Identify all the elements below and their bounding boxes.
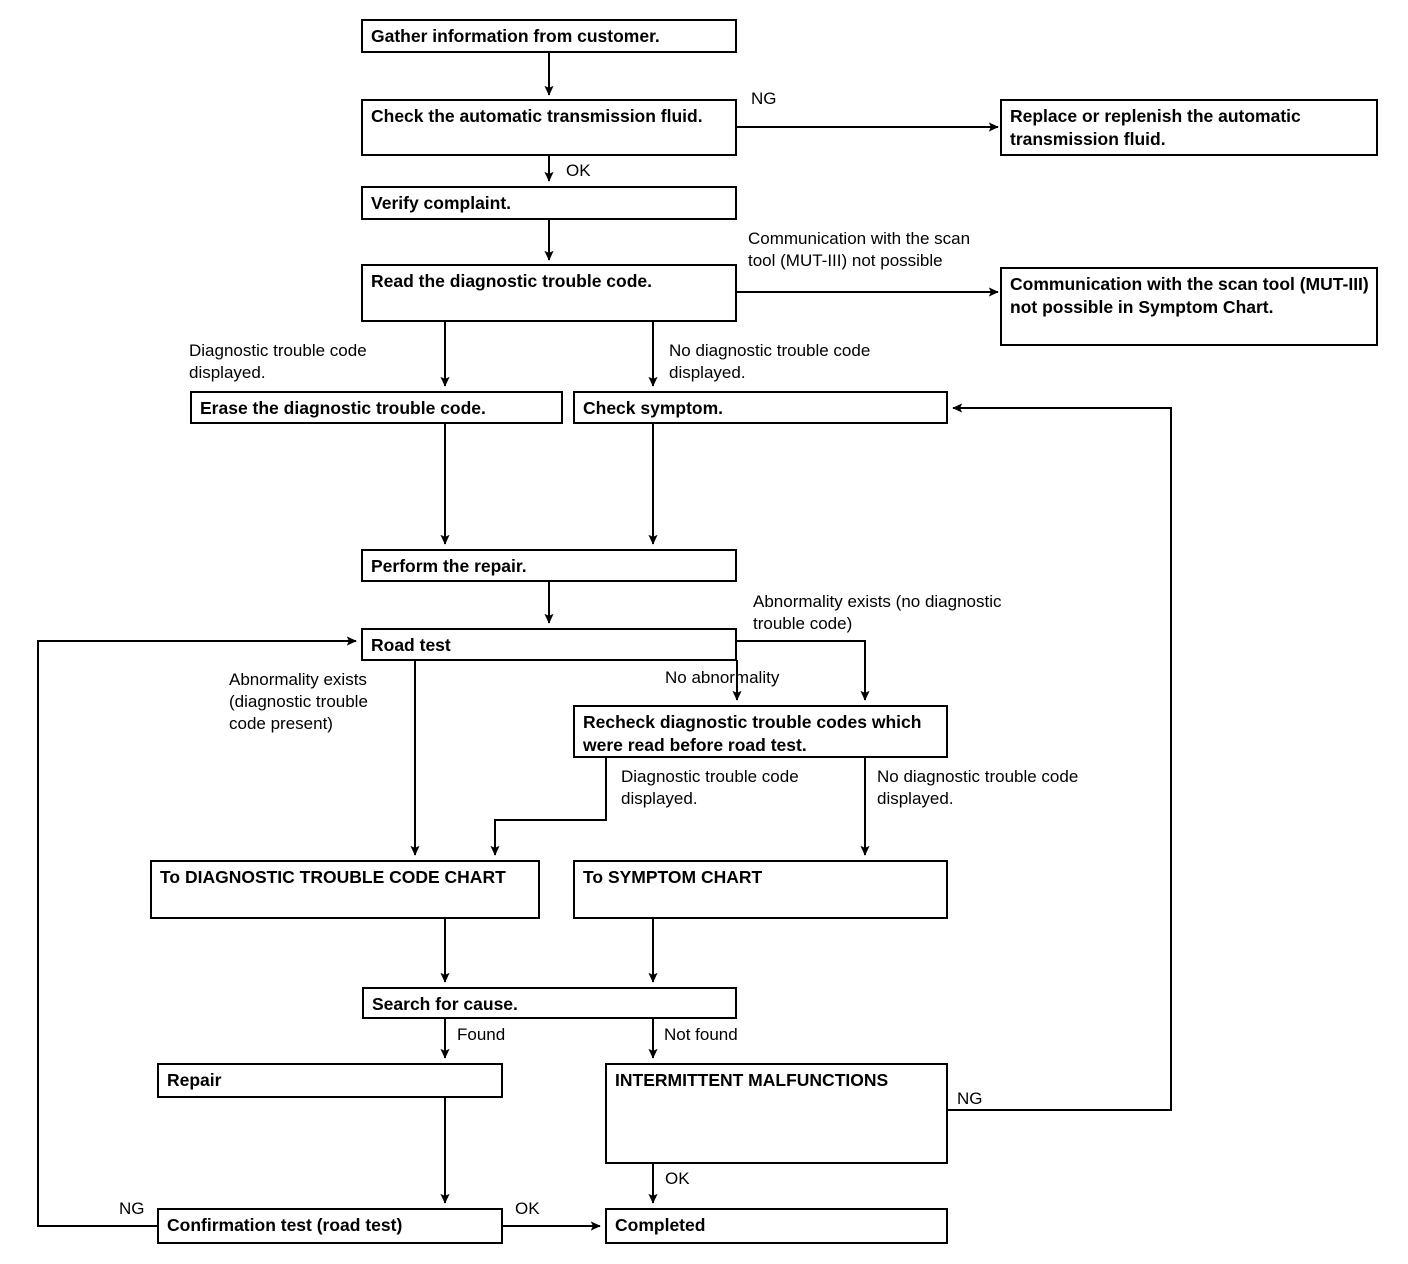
label-ng-confirmation: NG xyxy=(119,1199,145,1218)
node-perform-the-repair[interactable]: Perform the repair. xyxy=(361,549,737,582)
label-abnormality-dtc-present: Abnormality exists (diagnostic trouble c… xyxy=(229,670,368,734)
node-search-for-cause[interactable]: Search for cause. xyxy=(362,987,737,1019)
node-road-test[interactable]: Road test xyxy=(361,628,737,661)
node-communication-not-possible[interactable]: Communication with the scan tool (MUT-II… xyxy=(1000,267,1378,346)
node-erase-diagnostic-trouble-code[interactable]: Erase the diagnostic trouble code. xyxy=(190,391,563,424)
label-communication-not-possible-branch: Communication with the scan tool (MUT-II… xyxy=(748,229,971,271)
node-recheck-diagnostic-trouble-codes[interactable]: Recheck diagnostic trouble codes which w… xyxy=(573,705,948,758)
label-recheck-dtc-displayed: Diagnostic trouble code displayed. xyxy=(621,767,799,809)
node-verify-complaint[interactable]: Verify complaint. xyxy=(361,186,737,220)
label-ok-confirmation: OK xyxy=(515,1199,540,1218)
node-check-symptom[interactable]: Check symptom. xyxy=(573,391,948,424)
node-read-diagnostic-trouble-code[interactable]: Read the diagnostic trouble code. xyxy=(361,264,737,322)
edge-recheck-dtc-displayed xyxy=(490,757,607,856)
label-no-abnormality: No abnormality xyxy=(665,668,780,687)
label-ng-fluid: NG xyxy=(751,89,777,108)
label-recheck-no-dtc-displayed: No diagnostic trouble code displayed. xyxy=(877,767,1079,809)
node-intermittent-malfunctions[interactable]: INTERMITTENT MALFUNCTIONS xyxy=(605,1063,948,1164)
label-ng-intermittent: NG xyxy=(957,1089,983,1108)
label-abnormality-no-dtc: Abnormality exists (no diagnostic troubl… xyxy=(753,592,1002,634)
node-to-diagnostic-trouble-code-chart[interactable]: To DIAGNOSTIC TROUBLE CODE CHART xyxy=(150,860,540,919)
label-dtc-displayed-left: Diagnostic trouble code displayed. xyxy=(189,341,367,383)
label-ok-fluid: OK xyxy=(566,161,591,180)
node-confirmation-test[interactable]: Confirmation test (road test) xyxy=(157,1208,503,1244)
label-no-dtc-displayed-right: No diagnostic trouble code displayed. xyxy=(669,341,871,383)
label-ok-intermittent: OK xyxy=(665,1169,690,1188)
node-completed[interactable]: Completed xyxy=(605,1208,948,1244)
node-repair[interactable]: Repair xyxy=(157,1063,503,1098)
label-not-found: Not found xyxy=(664,1025,738,1044)
label-found: Found xyxy=(457,1025,506,1044)
edge-intermittent-ng-loopback xyxy=(948,403,1172,1111)
node-replace-transmission-fluid[interactable]: Replace or replenish the automatic trans… xyxy=(1000,99,1378,156)
node-to-symptom-chart[interactable]: To SYMPTOM CHART xyxy=(573,860,948,919)
node-check-transmission-fluid[interactable]: Check the automatic transmission fluid. xyxy=(361,99,737,156)
node-gather-information[interactable]: Gather information from customer. xyxy=(361,19,737,53)
